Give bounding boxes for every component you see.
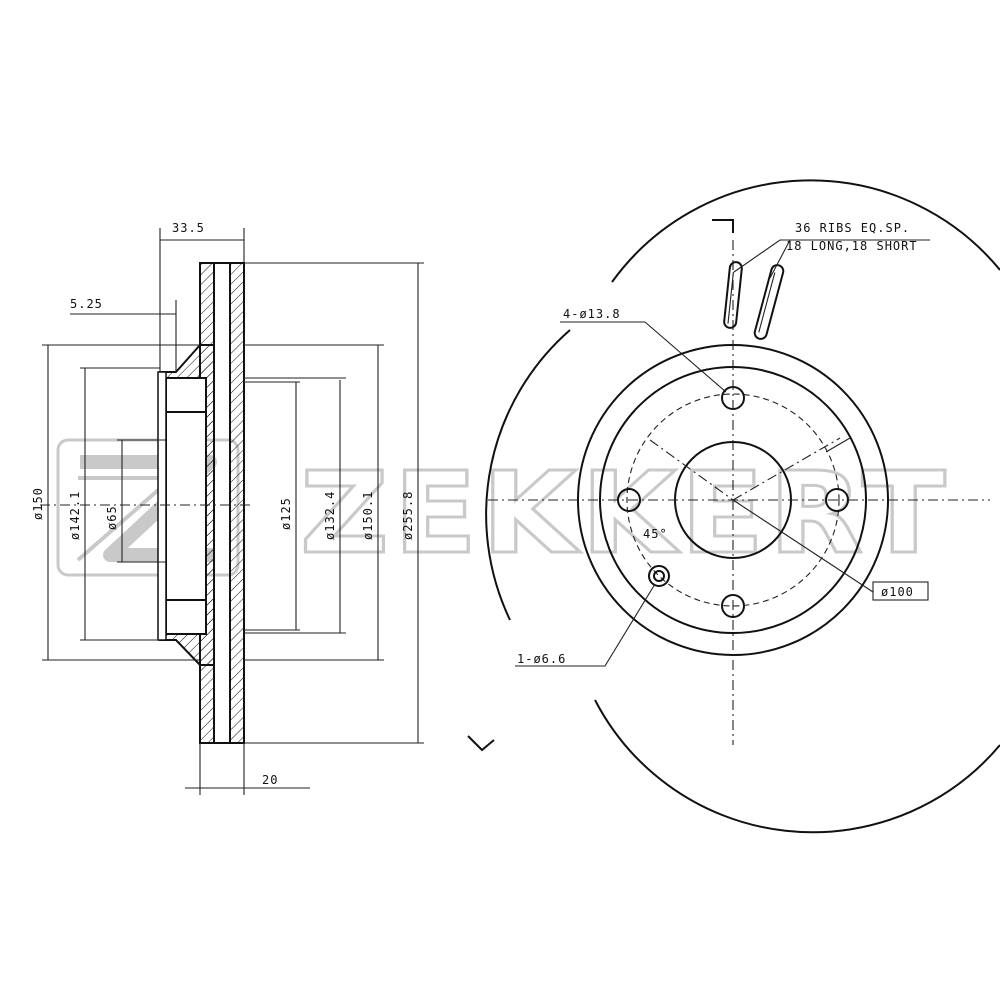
diag-ray-line <box>732 437 841 501</box>
pin-hole-label: 1-ø6.6 <box>517 652 566 666</box>
ribs-note-line2: 18 LONG,18 SHORT <box>786 239 918 253</box>
top-dims <box>70 228 245 372</box>
pin-hole <box>648 565 670 587</box>
section-mark-top <box>712 219 734 233</box>
section-mark-bottom <box>467 735 495 752</box>
dim-flange: 5.25 <box>70 297 103 311</box>
dim-offset: 33.5 <box>172 221 205 235</box>
dim-d142: ø142.1 <box>68 491 82 540</box>
pcd-circle <box>626 393 840 607</box>
disc-outer-edge-bottom <box>594 699 1000 834</box>
dim-d132: ø132.4 <box>323 491 337 540</box>
zekert-watermark: ZEKKERT <box>56 438 950 581</box>
left-diameter-dims <box>42 344 200 661</box>
bolt-hole-label: 4-ø13.8 <box>563 307 621 321</box>
dim-d150-1: ø150.1 <box>361 491 375 540</box>
side-section-view: ø150 ø142.1 ø65 ø125 ø132.4 ø150.1 ø255.… <box>31 221 424 795</box>
right-diameter-dims <box>244 262 424 744</box>
dim-d150: ø150 <box>31 487 45 520</box>
hub-bore <box>165 377 207 635</box>
pcd-label: ø100 <box>881 585 914 599</box>
dim-d125: ø125 <box>279 497 293 530</box>
thickness-dim <box>185 743 310 795</box>
cooling-ribs <box>723 261 785 340</box>
disc-outer-edge-left <box>485 329 571 621</box>
ribs-note-line1: 36 RIBS EQ.SP. <box>795 221 910 235</box>
angle-label: 45° <box>643 527 668 541</box>
dim-thickness: 20 <box>262 773 278 787</box>
inner-friction-ring <box>229 262 245 744</box>
hub-flange-face <box>157 371 167 641</box>
dim-d255: ø255.8 <box>401 491 415 540</box>
disc-outer-edge-top <box>611 179 1000 283</box>
watermark-text: ZEKKERT <box>300 449 950 579</box>
front-view: 36 RIBS EQ.SP. 18 LONG,18 SHORT 4-ø13.8 … <box>467 179 1000 834</box>
angle-ray-line <box>649 439 734 501</box>
leaders <box>515 239 930 667</box>
dim-d65: ø65 <box>105 505 119 530</box>
